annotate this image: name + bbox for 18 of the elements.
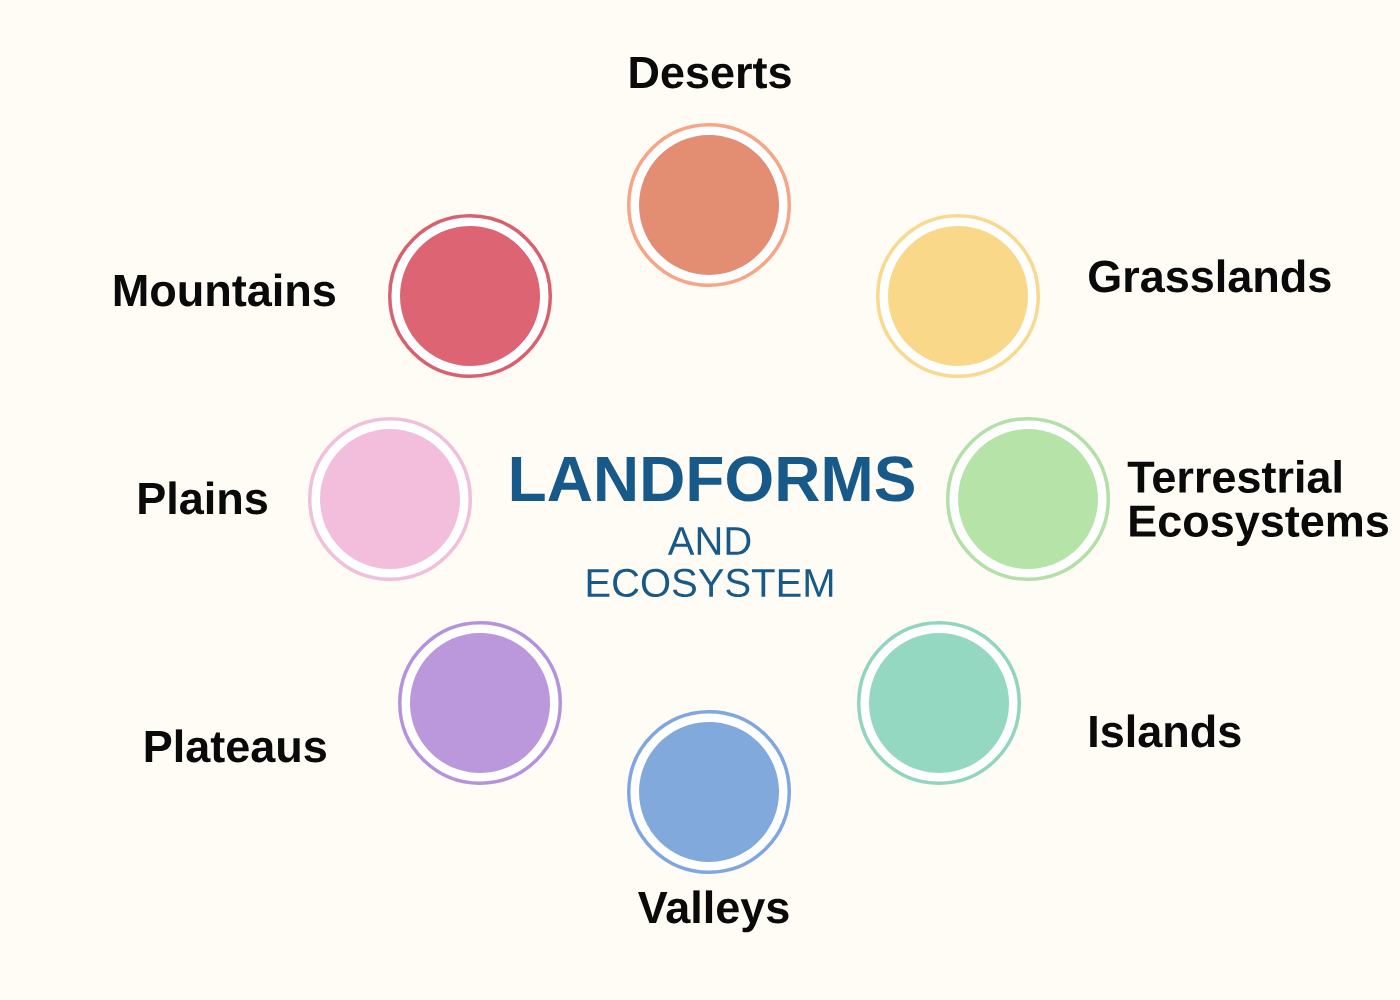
ring-circle	[857, 621, 1021, 785]
ring-circle	[876, 214, 1040, 378]
node-label: Terrestrial Ecosystems	[1127, 460, 1388, 546]
node-label: Valleys	[638, 890, 789, 933]
node-label: Islands	[1090, 714, 1241, 748]
node-label: Plateaus	[145, 729, 326, 763]
ring-circle	[946, 417, 1110, 581]
subtitle: AND ECOSYSTEM	[587, 527, 833, 598]
node-label: Deserts	[630, 57, 791, 89]
ring-circle	[627, 710, 791, 874]
ring-circle	[627, 123, 791, 287]
ring-circle	[308, 417, 472, 581]
ring-circle	[398, 621, 562, 785]
node-label: Mountains	[114, 273, 335, 307]
title: LANDFORMS	[511, 456, 914, 502]
node-label: Plains	[139, 481, 267, 515]
ring-circle	[388, 214, 552, 378]
node-label: Grasslands	[1089, 259, 1331, 293]
